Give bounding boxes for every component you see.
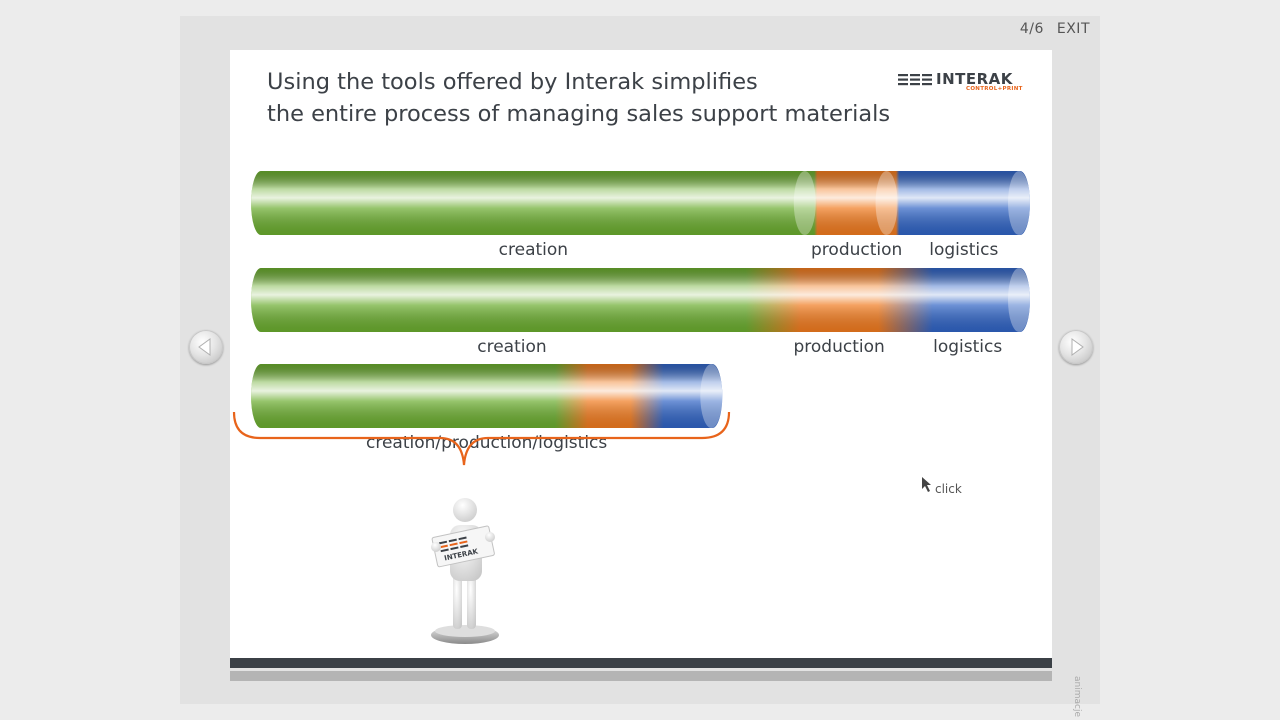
bar-3-logistics-cap bbox=[700, 364, 723, 428]
bar-2-label-logistics: logistics bbox=[933, 337, 1002, 357]
prev-slide-button[interactable] bbox=[189, 330, 223, 364]
bar-1-creation-cap bbox=[793, 171, 816, 235]
process-bar-3-gloss bbox=[251, 364, 723, 428]
bar-2-logistics-cap bbox=[1008, 268, 1030, 332]
arrow-right-icon bbox=[1071, 338, 1084, 356]
bar-2-label-production: production bbox=[793, 337, 884, 357]
slide-title: Using the tools offered by Interak simpl… bbox=[267, 66, 890, 130]
slide-title-line-2: the entire process of managing sales sup… bbox=[267, 101, 891, 127]
cursor-arrow-icon bbox=[922, 477, 931, 492]
process-bar-1-gloss bbox=[251, 171, 1030, 235]
bar-1-logistics-cap bbox=[1008, 171, 1030, 235]
bar-3-label: creation/production/logistics bbox=[366, 433, 607, 453]
bar-2-label-creation: creation bbox=[477, 337, 546, 357]
arrow-left-icon bbox=[198, 338, 211, 356]
footer-bar-grey bbox=[230, 671, 1052, 681]
page-indicator: 4/6 bbox=[1019, 21, 1044, 37]
bar-1-production-cap bbox=[875, 171, 898, 235]
slide: Using the tools offered by Interak simpl… bbox=[230, 50, 1052, 662]
click-hint-label: click bbox=[935, 482, 962, 496]
interak-logo-icon bbox=[898, 74, 932, 86]
next-slide-button[interactable] bbox=[1059, 330, 1093, 364]
person-holding-sign-icon: INTERAK bbox=[431, 498, 499, 644]
bar-1-label-logistics: logistics bbox=[929, 240, 998, 260]
process-bar-2-gloss bbox=[251, 268, 1030, 332]
slide-title-line-1: Using the tools offered by Interak simpl… bbox=[267, 69, 758, 95]
logo-wordmark: INTERAK bbox=[936, 70, 1013, 88]
bar-1-label-production: production bbox=[811, 240, 902, 260]
presentation-player: 4/6 EXIT Using the tools offered by Inte… bbox=[180, 16, 1100, 717]
logo-tagline: CONTROL+PRINT bbox=[966, 86, 1023, 92]
interak-logo: INTERAK CONTROL+PRINT bbox=[898, 70, 1028, 94]
top-bar: 4/6 EXIT bbox=[1012, 21, 1090, 37]
exit-button[interactable]: EXIT bbox=[1056, 21, 1090, 37]
bar-1-label-creation: creation bbox=[499, 240, 568, 260]
process-chart: creation production logistics creation produ… bbox=[232, 171, 1030, 466]
grouping-brace bbox=[232, 411, 731, 466]
click-hint[interactable]: click bbox=[920, 476, 962, 498]
footer-bar-dark bbox=[230, 658, 1052, 668]
side-label: animacje bbox=[1072, 676, 1082, 717]
